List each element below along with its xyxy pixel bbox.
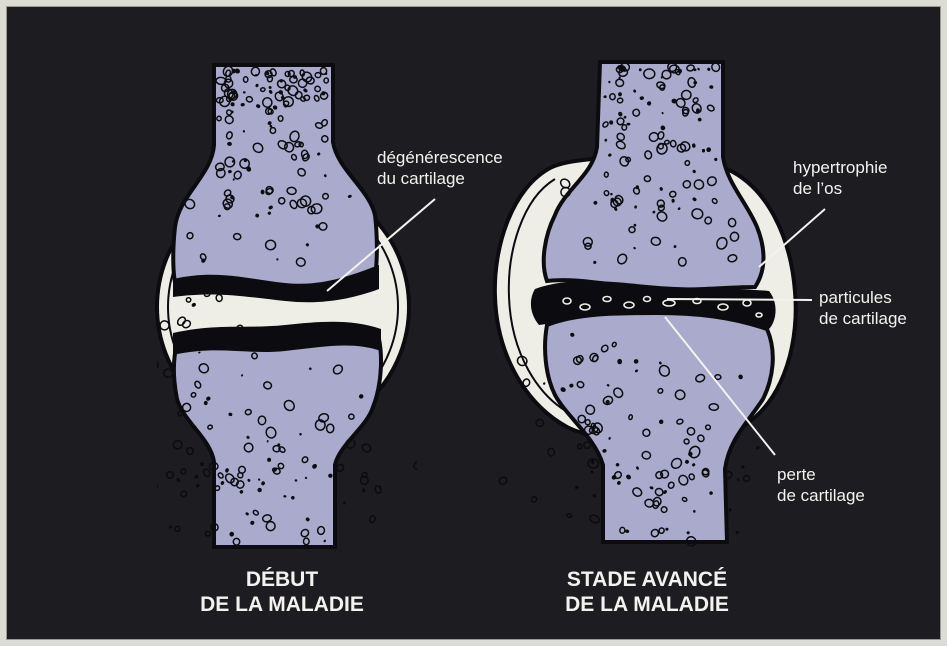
bone-pore: [578, 444, 582, 449]
bone-pore: [419, 580, 424, 586]
bone-pore: [115, 410, 119, 414]
bone-pore: [101, 462, 106, 467]
bone-pore: [138, 511, 143, 516]
caption-advanced-stage: STADE AVANCÉ DE LA MALADIE: [542, 567, 752, 617]
bone-pore: [202, 468, 211, 478]
caption-advanced-stage-line1: STADE AVANCÉ: [542, 567, 752, 592]
bone-pore: [168, 525, 172, 529]
bone-pore: [412, 460, 423, 471]
caption-early-stage-line2: DE LA MALADIE: [187, 592, 377, 617]
bone-pore: [626, 123, 630, 126]
bone-pore: [589, 514, 601, 525]
bone-pore: [343, 501, 346, 504]
bone-pore: [200, 462, 205, 467]
label-bone-hypertrophy: hypertrophie de l’os: [793, 157, 888, 199]
bone-pore: [583, 441, 591, 449]
label-cartilage-degeneration-line1: dégénérescence: [377, 147, 503, 168]
bone-pore: [362, 488, 365, 492]
bone-pore: [737, 478, 740, 481]
bone-pore: [180, 468, 187, 475]
bone-pore: [147, 358, 160, 370]
bone-pore: [592, 493, 597, 498]
label-cartilage-particles: particules de cartilage: [819, 287, 907, 329]
bone-pore: [536, 419, 544, 427]
left-lower-bone: [174, 334, 381, 547]
label-cartilage-loss-line1: perte: [777, 464, 865, 485]
bone-pore: [768, 585, 778, 595]
right-lower-bone: [545, 313, 773, 542]
label-bone-hypertrophy-line1: hypertrophie: [793, 157, 888, 178]
caption-advanced-stage-line2: DE LA MALADIE: [542, 592, 752, 617]
bone-pore: [393, 563, 404, 574]
bone-pore: [636, 549, 642, 554]
bone-pore: [729, 508, 732, 512]
label-bone-hypertrophy-line2: de l’os: [793, 178, 888, 199]
bone-pore: [590, 470, 594, 474]
early-stage-joint: [97, 65, 424, 641]
bone-pore: [741, 465, 746, 470]
bone-pore: [574, 485, 579, 490]
bone-pore: [498, 476, 508, 486]
bone-pore: [146, 350, 155, 359]
bone-pore: [359, 475, 369, 486]
bone-pore: [369, 515, 376, 523]
bone-pore: [530, 496, 537, 503]
joint-illustration: [7, 7, 942, 641]
advanced-stage-joint: [495, 61, 804, 641]
bone-pore: [547, 448, 555, 457]
bone-pore: [147, 481, 158, 492]
bone-pore: [165, 470, 174, 479]
bone-pore: [174, 525, 180, 532]
bone-pore: [566, 513, 572, 518]
label-cartilage-loss-line2: de cartilage: [777, 485, 865, 506]
bone-pore: [743, 475, 751, 483]
bone-pore: [129, 335, 135, 341]
bone-pore: [133, 445, 143, 455]
bone-pore: [132, 338, 142, 348]
bone-pore: [120, 456, 128, 463]
bone-pore: [176, 477, 181, 482]
bone-pore: [755, 445, 760, 450]
bone-pore: [97, 396, 99, 399]
bone-pore: [194, 474, 199, 479]
bone-pore: [361, 443, 372, 454]
diagram-frame: dégénérescence du cartilage hypertrophie…: [6, 6, 941, 640]
label-cartilage-particles-line1: particules: [819, 287, 907, 308]
bone-pore: [735, 531, 739, 535]
bone-pore: [177, 411, 183, 417]
bone-pore: [796, 511, 804, 520]
bone-pore: [195, 483, 200, 488]
bone-pore: [149, 410, 152, 413]
bone-pore: [752, 579, 756, 583]
bone-pore: [205, 531, 211, 537]
bone-pore: [130, 470, 143, 483]
label-cartilage-degeneration: dégénérescence du cartilage: [377, 147, 503, 189]
caption-early-stage: DÉBUT DE LA MALADIE: [187, 567, 377, 617]
bone-pore: [173, 440, 183, 450]
pointer-cartilage-particles: [667, 299, 812, 300]
bone-pore: [591, 460, 595, 464]
label-cartilage-loss: perte de cartilage: [777, 464, 865, 506]
bone-pore: [186, 447, 194, 455]
label-cartilage-degeneration-line2: du cartilage: [377, 168, 503, 189]
bone-pore: [704, 550, 709, 555]
bone-pore: [180, 490, 188, 498]
caption-early-stage-line1: DÉBUT: [187, 567, 377, 592]
label-cartilage-particles-line2: de cartilage: [819, 308, 907, 329]
bone-pore: [243, 91, 246, 93]
